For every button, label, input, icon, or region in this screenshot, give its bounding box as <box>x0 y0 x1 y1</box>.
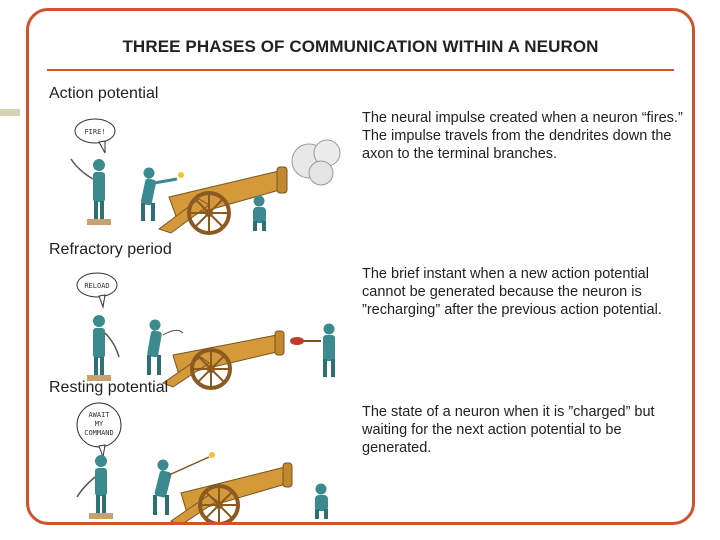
phase-description: The neural impulse created when a neuron… <box>362 110 683 162</box>
title-divider <box>47 69 674 71</box>
cannon-firing-illustration: FIRE! <box>70 118 341 235</box>
bubble-text: RELOAD <box>84 282 109 290</box>
phase-label: Action potential <box>49 85 159 102</box>
phase-description: The brief instant when a new action pote… <box>362 266 662 318</box>
side-accent-bar <box>0 109 20 116</box>
cannon-waiting-illustration: AWAIT MY COMMAND <box>76 402 328 522</box>
bubble-text: FIRE! <box>84 128 105 136</box>
bubble-text: AWAIT <box>88 411 110 419</box>
phase-description: The state of a neuron when it is ”charge… <box>362 404 655 456</box>
cannon-reloading-illustration: RELOAD <box>76 272 335 390</box>
phase-label: Refractory period <box>49 241 172 258</box>
bubble-text: COMMAND <box>84 429 114 437</box>
bubble-text: MY <box>95 420 104 428</box>
phase-label: Resting potential <box>49 379 169 396</box>
diagram-title: THREE PHASES OF COMMUNICATION WITHIN A N… <box>122 37 599 56</box>
diagram-card: THREE PHASES OF COMMUNICATION WITHIN A N… <box>26 8 695 525</box>
